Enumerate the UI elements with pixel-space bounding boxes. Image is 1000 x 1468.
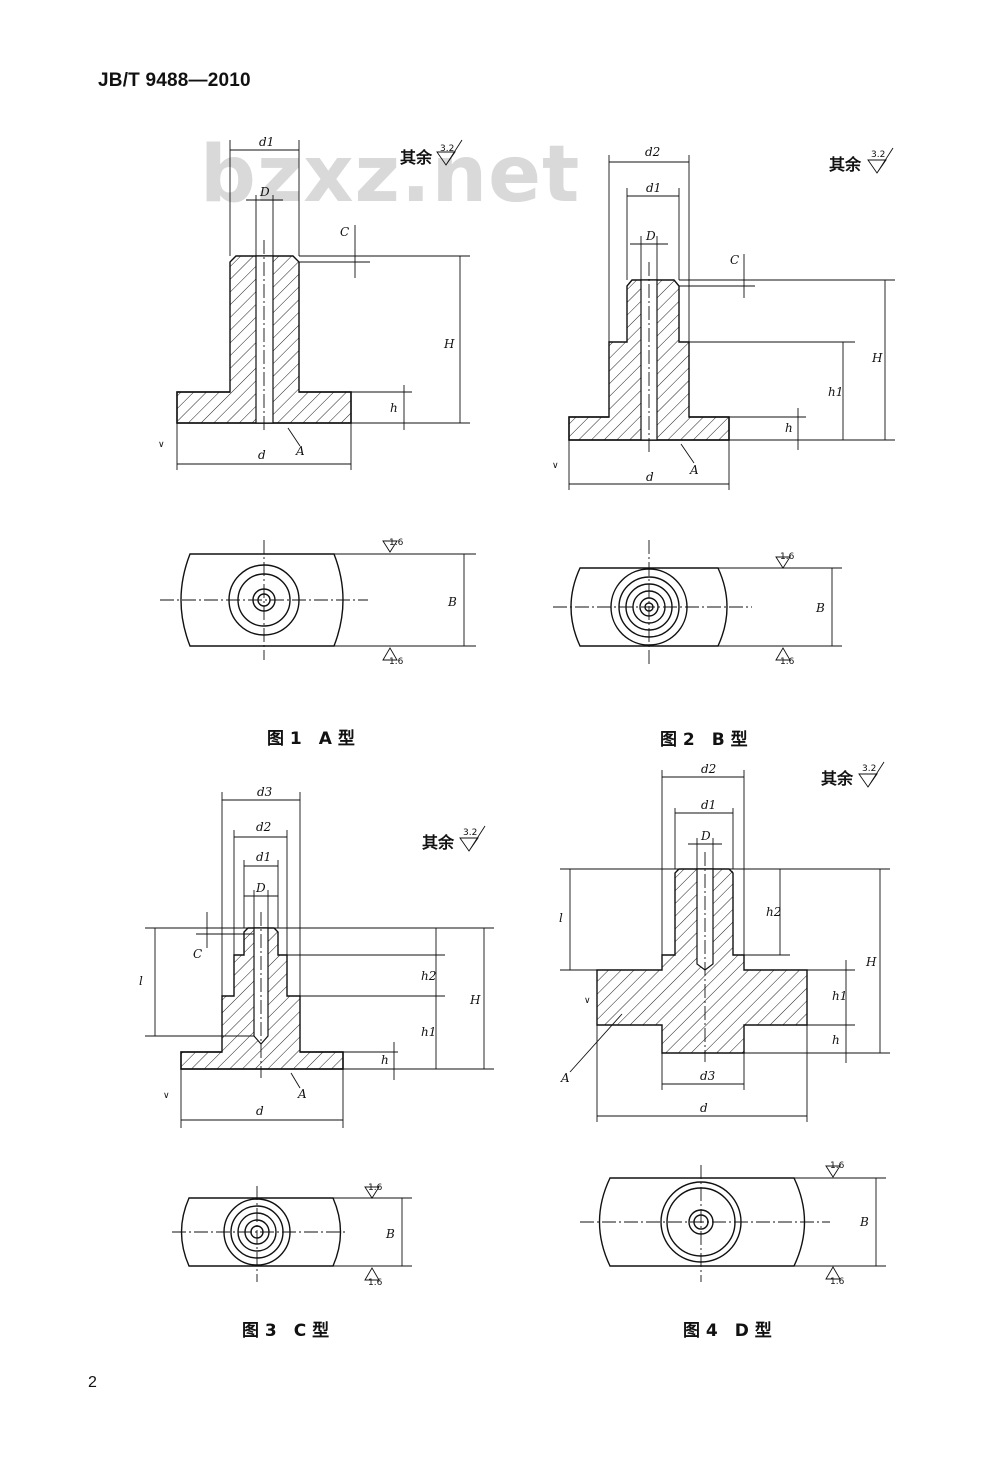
dim-label: D bbox=[255, 881, 266, 895]
svg-text:1.6: 1.6 bbox=[830, 1161, 845, 1171]
svg-text:其余: 其余 bbox=[821, 769, 854, 788]
dim-label: d2 bbox=[256, 820, 271, 834]
roughness-symbol: ∨ bbox=[584, 996, 591, 1006]
dim-label: d3 bbox=[257, 785, 273, 799]
dim-label: h bbox=[832, 1033, 840, 1047]
svg-text:1.6: 1.6 bbox=[389, 657, 404, 667]
figure-3-section-view: d3 d2 d1 D C l h2 h1 H h d A ∨ bbox=[139, 785, 494, 1128]
dim-label: C bbox=[340, 225, 349, 239]
svg-text:1.6: 1.6 bbox=[368, 1278, 383, 1288]
figure-1-plan-view: B 1.6 1.6 bbox=[160, 538, 476, 667]
dim-label: A bbox=[295, 444, 305, 458]
dim-label: B bbox=[859, 1215, 869, 1229]
standard-number: JB/T 9488—2010 bbox=[98, 70, 251, 91]
dim-label: B bbox=[447, 595, 457, 609]
figure-3-caption: 图 3 C 型 bbox=[242, 1321, 330, 1341]
dim-label: d1 bbox=[259, 135, 274, 149]
roughness-symbol: ∨ bbox=[552, 461, 559, 471]
dim-label: h1 bbox=[421, 1025, 436, 1039]
dim-label: l bbox=[139, 974, 143, 988]
svg-text:1.6: 1.6 bbox=[368, 1183, 383, 1193]
figure-4-roughness-note: 其余 3.2 bbox=[821, 761, 885, 788]
svg-text:1.6: 1.6 bbox=[830, 1277, 845, 1287]
dim-label: h2 bbox=[766, 905, 781, 919]
dim-label: h bbox=[785, 421, 793, 435]
dim-label: l bbox=[559, 911, 563, 925]
dim-label: C bbox=[730, 253, 739, 267]
dim-label: d bbox=[646, 470, 654, 484]
dim-label: d1 bbox=[646, 181, 661, 195]
dim-label: A bbox=[689, 463, 699, 477]
svg-text:3.2: 3.2 bbox=[440, 144, 454, 154]
roughness-symbol: ∨ bbox=[163, 1091, 170, 1101]
dim-label: H bbox=[469, 993, 481, 1007]
figure-3-roughness-note: 其余 3.2 bbox=[422, 825, 486, 852]
dim-label: d bbox=[256, 1104, 264, 1118]
dim-label: h2 bbox=[421, 969, 436, 983]
svg-text:1.6: 1.6 bbox=[780, 552, 795, 562]
svg-text:3.2: 3.2 bbox=[871, 150, 885, 160]
dim-label: A bbox=[297, 1087, 307, 1101]
dim-label: d2 bbox=[701, 762, 716, 776]
figure-1-roughness-note: 其余 3.2 bbox=[400, 139, 463, 167]
dim-label: H bbox=[443, 337, 455, 351]
svg-text:其余: 其余 bbox=[829, 155, 862, 174]
dim-label: D bbox=[700, 829, 711, 843]
dim-label: h bbox=[381, 1053, 389, 1067]
figure-4-plan-view: B 1.6 1.6 bbox=[580, 1161, 886, 1287]
svg-text:其余: 其余 bbox=[422, 833, 455, 852]
dim-label: B bbox=[385, 1227, 395, 1241]
dim-label: D bbox=[645, 229, 656, 243]
dim-label: d3 bbox=[700, 1069, 716, 1083]
figure-2-roughness-note: 其余 3.2 bbox=[829, 147, 894, 174]
dim-label: B bbox=[815, 601, 825, 615]
dim-label: d2 bbox=[645, 145, 660, 159]
dim-label: d bbox=[258, 448, 266, 462]
dim-label: A bbox=[560, 1071, 570, 1085]
figure-4-caption: 图 4 D 型 bbox=[683, 1321, 772, 1341]
roughness-symbol: ∨ bbox=[158, 440, 165, 450]
dim-label: C bbox=[193, 947, 202, 961]
watermark: bzxz.net bbox=[200, 130, 581, 220]
dim-label: d bbox=[700, 1101, 708, 1115]
figure-1-caption: 图 1 A 型 bbox=[267, 729, 355, 749]
svg-text:1.6: 1.6 bbox=[780, 657, 795, 667]
svg-text:3.2: 3.2 bbox=[463, 828, 477, 838]
figure-2-caption: 图 2 B 型 bbox=[660, 730, 748, 750]
dim-label: D bbox=[259, 185, 270, 199]
figure-2-section-view: d2 d1 D C H h1 h d A ∨ bbox=[552, 145, 895, 490]
dim-label: d1 bbox=[701, 798, 716, 812]
figure-4-section-view: d2 d1 D l h2 H h1 h d3 d A ∨ bbox=[559, 762, 890, 1122]
figure-3-plan-view: B 1.6 1.6 bbox=[172, 1183, 412, 1288]
dim-label: h bbox=[390, 401, 398, 415]
dim-label: d1 bbox=[256, 850, 271, 864]
dim-label: h1 bbox=[832, 989, 847, 1003]
page-number: 2 bbox=[88, 1374, 97, 1391]
dim-label: h1 bbox=[828, 385, 843, 399]
svg-text:1.6: 1.6 bbox=[389, 538, 404, 548]
svg-text:3.2: 3.2 bbox=[862, 764, 876, 774]
svg-text:其余: 其余 bbox=[400, 148, 433, 167]
dim-label: H bbox=[865, 955, 877, 969]
dim-label: H bbox=[871, 351, 883, 365]
figure-2-plan-view: B 1.6 1.6 bbox=[553, 540, 842, 667]
figure-1-section-view: d1 D C H h d A ∨ bbox=[158, 135, 470, 470]
